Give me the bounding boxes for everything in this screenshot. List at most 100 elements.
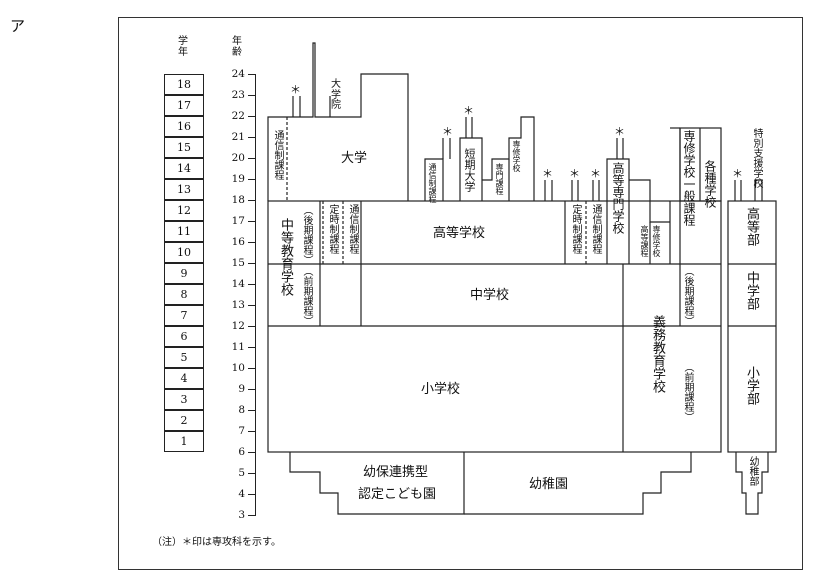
label-hs-correspondence: 通信制課程 [347, 204, 358, 254]
diagram-frame [118, 17, 803, 570]
label-special-support: 特別支援学校 [751, 128, 762, 188]
grade-cell: 8 [164, 284, 204, 305]
label-specialized-course: 専門課程 [495, 163, 504, 195]
age-tick-label: 11 [231, 341, 245, 353]
age-tick [248, 221, 255, 222]
star-mark: ＊ [590, 167, 601, 180]
star-mark: ＊ [614, 125, 625, 138]
age-tick-label: 13 [231, 299, 245, 311]
age-tick [248, 452, 255, 453]
label-misc-school: 各種学校 [703, 160, 717, 208]
age-tick [248, 494, 255, 495]
grade-cell: 17 [164, 95, 204, 116]
age-header: 年 齢 [232, 36, 242, 58]
grade-cell: 7 [164, 305, 204, 326]
age-tick [248, 242, 255, 243]
age-tick [248, 431, 255, 432]
label-secondary-early: （前期課程） [301, 266, 312, 326]
age-tick [248, 137, 255, 138]
age-tick [248, 368, 255, 369]
age-tick-label: 5 [238, 467, 245, 479]
age-tick-label: 4 [238, 488, 245, 500]
grade-cell: 9 [164, 263, 204, 284]
star-mark: ＊ [569, 167, 580, 180]
star-mark: ＊ [442, 125, 453, 138]
label-secondary-later: （後期課程） [301, 205, 312, 265]
label-technical-college: 高等専門学校 [611, 162, 625, 234]
age-tick [248, 284, 255, 285]
age-tick-label: 18 [231, 194, 245, 206]
label-hs-correspondence-2: 通信制課程 [590, 204, 601, 254]
grade-cell: 2 [164, 410, 204, 431]
age-tick-label: 17 [231, 215, 245, 227]
age-tick-label: 16 [231, 236, 245, 248]
age-tick [248, 410, 255, 411]
age-tick [248, 158, 255, 159]
age-tick-label: 19 [231, 173, 245, 185]
grade-cell: 15 [164, 137, 204, 158]
age-tick-label: 8 [238, 404, 245, 416]
grade-header: 学 年 [178, 36, 188, 58]
label-ss-high: 高等部 [744, 207, 759, 246]
label-elementary: 小学校 [421, 382, 461, 397]
grade-cell: 1 [164, 431, 204, 452]
label-specialized-hs: 専修学校 [652, 225, 661, 257]
label-compulsory-later: （後期課程） [682, 266, 693, 326]
grade-cell: 5 [164, 347, 204, 368]
age-tick [248, 95, 255, 96]
label-ecec-2: 認定こども園 [358, 487, 437, 502]
grade-cell: 13 [164, 179, 204, 200]
label-ss-kinder: 幼稚部 [747, 456, 758, 486]
label-hs-part-time-2: 定時制課程 [570, 204, 581, 254]
grade-cell: 4 [164, 368, 204, 389]
age-tick-label: 21 [231, 131, 245, 143]
age-tick [248, 347, 255, 348]
label-compulsory-school: 義務教育学校 [650, 315, 665, 393]
label-specialized-general: 専修学校一般課程 [682, 130, 696, 226]
label-univ-corr2: 通信制課程 [428, 163, 437, 203]
grade-cell: 10 [164, 242, 204, 263]
age-tick [248, 389, 255, 390]
age-tick [248, 200, 255, 201]
label-junior-high: 中学校 [470, 288, 510, 303]
age-tick [248, 179, 255, 180]
label-hs-course: 高等課程 [640, 225, 649, 257]
grade-cell: 14 [164, 158, 204, 179]
age-tick-label: 23 [231, 89, 245, 101]
label-hs-part-time: 定時制課程 [327, 204, 338, 254]
label-junior-college: 短期大学 [463, 148, 476, 192]
label-ss-elem: 小学部 [744, 366, 759, 405]
age-tick-label: 24 [231, 68, 245, 80]
age-tick-label: 15 [231, 257, 245, 269]
label-compulsory-early: （前期課程） [682, 362, 693, 422]
age-tick [248, 515, 255, 516]
age-tick-label: 14 [231, 278, 245, 290]
age-tick [248, 305, 255, 306]
label-ss-junior: 中学部 [744, 271, 759, 310]
star-mark: ＊ [290, 83, 301, 96]
age-tick [248, 263, 255, 264]
age-tick-label: 12 [231, 320, 245, 332]
label-high-school: 高等学校 [433, 226, 486, 241]
label-kindergarten: 幼稚園 [529, 477, 569, 492]
label-specialized-upper: 専修学校 [512, 140, 521, 172]
grade-cell: 11 [164, 221, 204, 242]
star-mark: ＊ [463, 104, 474, 117]
age-tick [248, 473, 255, 474]
grade-cell: 16 [164, 116, 204, 137]
age-tick-label: 3 [238, 509, 245, 521]
age-tick [248, 116, 255, 117]
label-graduate-school: 大学院 [331, 79, 341, 111]
label-secondary-school: 中等教育学校 [278, 218, 293, 296]
grade-cell: 12 [164, 200, 204, 221]
label-ecec-1: 幼保連携型 [363, 465, 429, 480]
age-tick-label: 20 [231, 152, 245, 164]
label-univ-correspondence: 通信制課程 [272, 130, 283, 180]
grade-cell: 18 [164, 74, 204, 95]
star-mark: ＊ [542, 167, 553, 180]
age-tick [248, 74, 255, 75]
label-university: 大学 [341, 151, 368, 166]
age-tick-label: 22 [231, 110, 245, 122]
figure-marker: ア [10, 17, 26, 35]
